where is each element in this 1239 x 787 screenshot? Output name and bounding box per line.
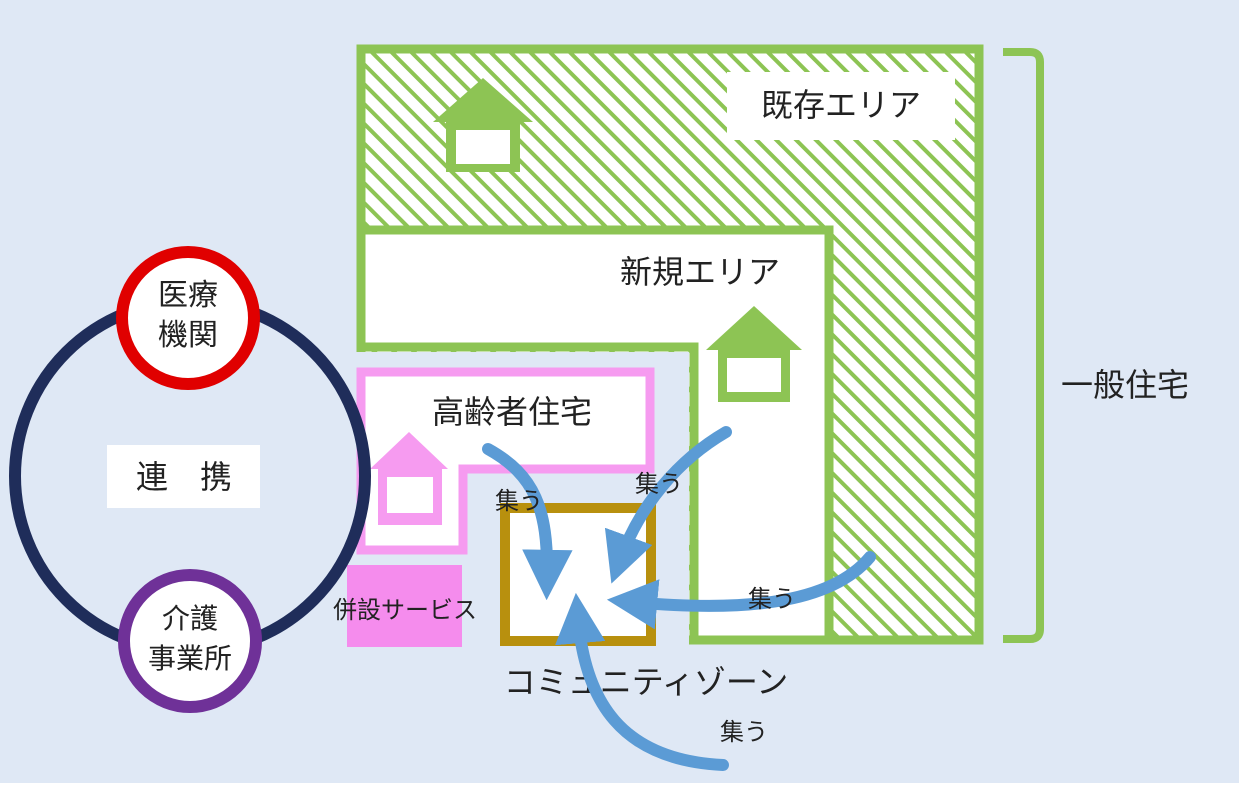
- gather-arrow: [606, 551, 876, 630]
- general-housing-bracket: [1003, 48, 1044, 643]
- gather-arrow: [555, 592, 729, 771]
- house-icon: [370, 432, 448, 525]
- medical-label-line2: 機関: [158, 318, 218, 353]
- gather-label: 集う: [748, 585, 796, 613]
- community-zone-label: コミュニティゾーン: [504, 663, 788, 701]
- attached-service-box: [347, 565, 462, 647]
- medical-label-line1: 医療: [158, 278, 218, 313]
- care-label-line2: 事業所: [148, 642, 232, 675]
- cooperation-label-box: [107, 445, 260, 508]
- house-icon: [706, 306, 802, 402]
- gather-label: 集う: [635, 470, 683, 498]
- existing-area-label-box: [727, 72, 955, 140]
- new-area-block: [356, 225, 834, 645]
- new-area-label: 新規エリア: [620, 253, 780, 291]
- care-office-circle: [118, 569, 262, 713]
- gather-label: 集う: [720, 718, 768, 746]
- gather-label: 集う: [495, 487, 543, 515]
- gather-arrow: [482, 443, 573, 601]
- existing-area-label: 既存エリア: [761, 86, 921, 124]
- care-label-line1: 介護: [162, 602, 218, 635]
- cooperation-label: 連 携: [136, 458, 232, 496]
- attached-service-label: 併設サービス: [333, 596, 477, 624]
- house-icon: [433, 78, 533, 172]
- medical-institution-circle: [116, 246, 260, 390]
- general-housing-label: 一般住宅: [1061, 366, 1189, 404]
- elderly-housing-label: 高齢者住宅: [432, 393, 592, 431]
- gather-arrow: [604, 426, 732, 584]
